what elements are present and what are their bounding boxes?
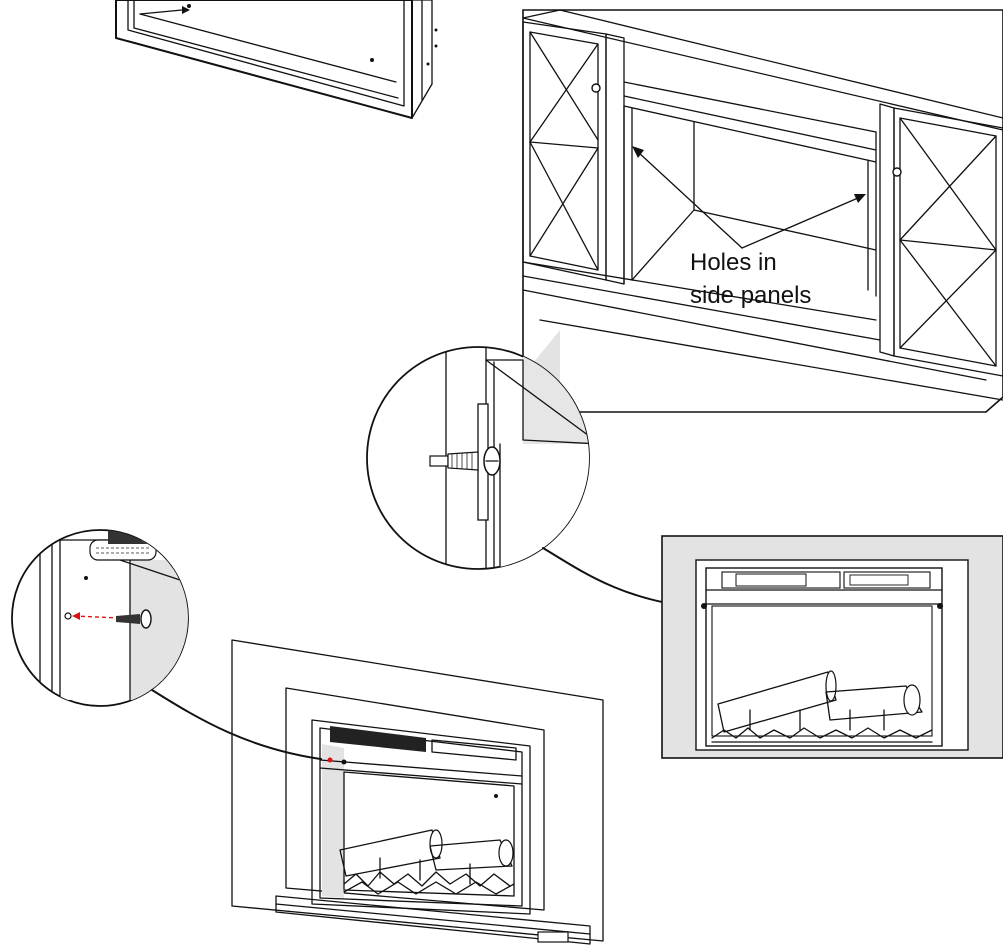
mantel-detail-panel — [522, 9, 1003, 413]
top-insert-frame — [115, 0, 438, 119]
right-insert-assembly — [661, 535, 1003, 759]
callout-label-line1: Holes in — [690, 249, 777, 276]
callout-label-line2: side panels — [690, 282, 811, 309]
screw-magnifier — [11, 529, 329, 761]
bottom-fireplace-assembly — [231, 639, 604, 945]
